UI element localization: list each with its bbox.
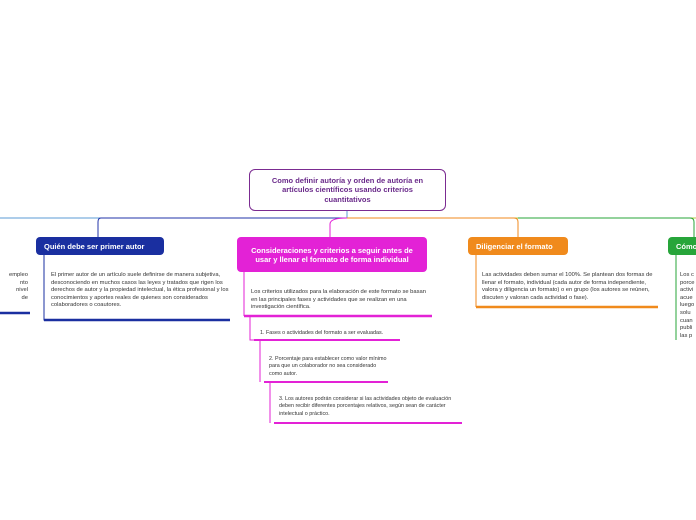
note-right-line: porce (680, 279, 695, 286)
note-right-line: publi (680, 325, 693, 332)
topic-consideraciones-label: Consideraciones y criterios a seguir ant… (251, 245, 413, 264)
subtopic-porcentajes-relativos[interactable]: 3. Los autores podrán considerar si las … (279, 396, 452, 417)
note-right-line: solu (680, 309, 691, 316)
connector-root-magenta (329, 217, 348, 237)
connector-root-green (518, 217, 695, 237)
topic-consideraciones[interactable]: Consideraciones y criterios a seguir ant… (237, 237, 427, 272)
topic-diligenciar[interactable]: Diligenciar el formato (468, 237, 568, 255)
topic-primer-autor-label: Quién debe ser primer autor (44, 241, 145, 251)
central-topic-label: Como definir autoría y orden de autoría … (271, 175, 424, 204)
connector-root-blue (97, 217, 347, 237)
note-left-partial[interactable]: empleo nto nivel de (0, 272, 28, 302)
central-topic[interactable]: Como definir autoría y orden de autoría … (249, 169, 446, 211)
note-right-line: activi (680, 287, 694, 294)
note-consideraciones[interactable]: Los criterios utilizados para la elabora… (251, 289, 426, 311)
note-right-line: luego (680, 302, 695, 309)
connector-root-left (0, 211, 348, 219)
note-right-line: Los c (680, 272, 694, 278)
topic-diligenciar-label: Diligenciar el formato (476, 241, 553, 251)
topic-como-partial[interactable]: Cómo (668, 237, 696, 255)
subtopic-fases[interactable]: 1. Fases o actividades del formato a ser… (260, 330, 384, 336)
topic-como-label: Cómo (676, 241, 696, 251)
note-right-line: acue (680, 294, 693, 301)
note-left-line: nivel (16, 287, 28, 294)
note-left-line: nto (19, 279, 28, 286)
connector-root-orange (347, 217, 519, 237)
note-diligenciar[interactable]: Las actividades deben sumar el 100%. Se … (482, 272, 653, 301)
note-right-line: cuan (680, 317, 693, 324)
note-primer-autor[interactable]: El primer autor de un artículo suele def… (51, 272, 229, 309)
subtopic-porcentaje[interactable]: 2. Porcentaje para establecer como valor… (269, 356, 387, 377)
note-right-line: las p (680, 332, 693, 339)
topic-primer-autor[interactable]: Quién debe ser primer autor (36, 237, 164, 255)
note-right-partial[interactable]: Los c porce activi acue luego solu cuan … (680, 272, 696, 340)
note-left-line: de (21, 294, 28, 301)
note-left-line: empleo (8, 272, 28, 278)
